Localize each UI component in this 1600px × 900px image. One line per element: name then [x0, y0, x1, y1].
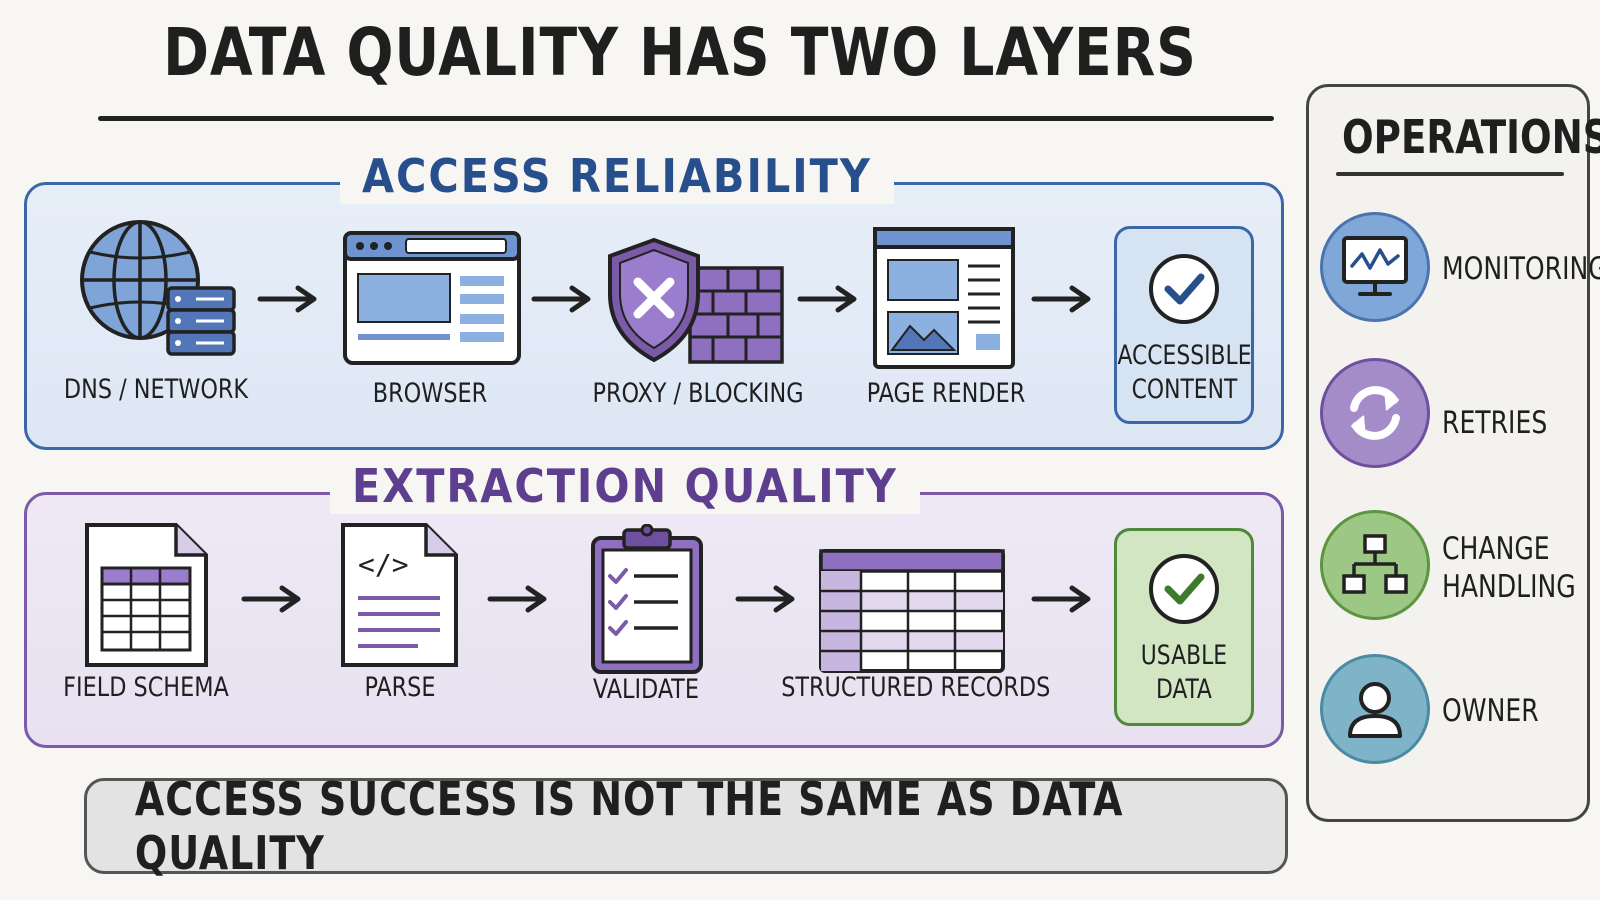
checklist-clipboard-icon [590, 523, 704, 680]
arrow-right-icon [734, 584, 798, 614]
extraction-quality-title: EXTRACTION QUALITY [330, 458, 920, 514]
arrow-right-icon [256, 284, 320, 314]
svg-text:</>: </> [358, 548, 409, 581]
arrow-right-icon [796, 284, 860, 314]
usable-data-box: USABLE DATA [1114, 528, 1254, 726]
globe-server-icon [74, 216, 240, 364]
operations-underline [1336, 172, 1564, 176]
person-icon [1320, 654, 1430, 764]
monitor-icon [1320, 212, 1430, 322]
code-document-icon: </> [340, 522, 460, 672]
usable-data-label: USABLE DATA [1140, 640, 1228, 705]
step-label-proxy-blocking: PROXY / BLOCKING [592, 378, 804, 409]
table-icon [818, 548, 1006, 678]
key-message-text: ACCESS SUCCESS IS NOT THE SAME AS DATA Q… [134, 772, 1124, 880]
arrow-right-icon [240, 584, 304, 614]
step-label-structured-records: STRUCTURED RECORDS [781, 672, 1051, 703]
key-message-banner: ACCESS SUCCESS IS NOT THE SAME AS DATA Q… [84, 772, 1288, 880]
check-circle-icon [1146, 551, 1222, 631]
page-title: DATA QUALITY HAS TWO LAYERS [163, 14, 1197, 91]
arrow-right-icon [1030, 284, 1094, 314]
accessible-content-label: ACCESSIBLE CONTENT [1116, 340, 1252, 405]
retry-icon [1320, 358, 1430, 468]
access-reliability-title: ACCESS RELIABILITY [340, 148, 894, 204]
step-label-browser: BROWSER [372, 378, 488, 409]
ops-label-retries: RETRIES [1442, 405, 1548, 441]
step-label-field-schema: FIELD SCHEMA [63, 672, 229, 703]
title-underline [98, 116, 1274, 121]
step-label-parse: PARSE [364, 672, 436, 703]
arrow-right-icon [1030, 584, 1094, 614]
step-label-dns-network: DNS / NETWORK [63, 374, 249, 405]
step-label-validate: VALIDATE [593, 674, 699, 705]
operations-title: OPERATIONS [1342, 110, 1600, 164]
ops-label-change-handling: CHANGE HANDLING [1442, 531, 1576, 605]
step-label-page-render: PAGE RENDER [866, 378, 1026, 409]
check-circle-icon [1146, 251, 1222, 331]
arrow-right-icon [530, 284, 594, 314]
arrow-right-icon [486, 584, 550, 614]
browser-window-icon [342, 230, 522, 370]
accessible-content-box: ACCESSIBLE CONTENT [1114, 226, 1254, 424]
ops-label-owner: OWNER [1442, 693, 1539, 729]
hierarchy-icon [1320, 510, 1430, 620]
schema-document-icon [84, 522, 210, 672]
page-render-icon [872, 226, 1016, 374]
ops-label-monitoring: MONITORING [1442, 251, 1600, 287]
shield-firewall-icon [608, 236, 788, 370]
